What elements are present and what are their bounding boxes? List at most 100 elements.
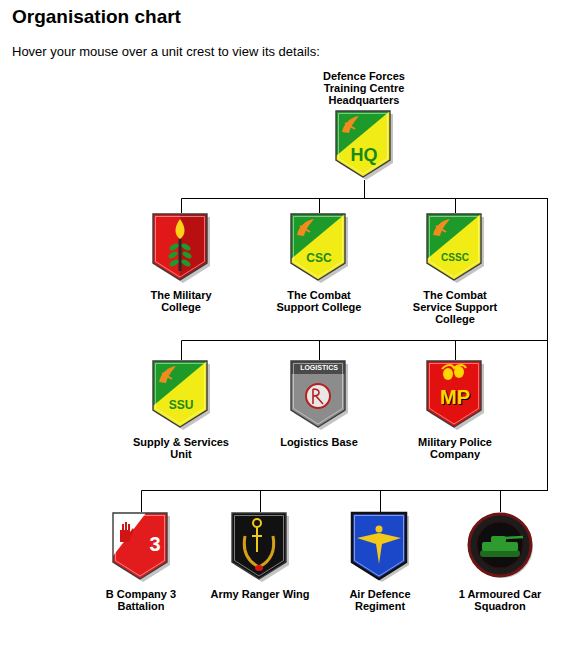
unit-crest	[351, 512, 409, 582]
crest-shade	[180, 214, 207, 280]
unit-name: Military Police Company	[405, 436, 505, 460]
crest-field	[336, 111, 390, 177]
crest-abbreviation: CSSC	[426, 253, 484, 263]
tree-connector	[365, 180, 548, 360]
unit-name: The Combat Service Support College	[407, 289, 503, 325]
crest-field	[291, 214, 345, 280]
air-defence-bird	[357, 533, 401, 564]
crest-abbreviation: CSC	[290, 252, 348, 264]
crest-highlight	[339, 114, 388, 175]
unit-node: 1 Armoured Car Squadron	[440, 512, 560, 612]
crest-emblem	[433, 219, 450, 236]
tree-connector	[320, 180, 548, 360]
crest-abbreviation: HQ	[335, 146, 393, 164]
crest-field	[352, 513, 406, 579]
tree-connector	[365, 180, 456, 213]
acorn-stem	[442, 365, 466, 369]
red-hand	[120, 522, 134, 542]
crest-rim	[153, 214, 207, 280]
crest-highlight	[156, 364, 205, 425]
crest-highlight	[430, 217, 479, 278]
tree-connector	[261, 180, 548, 512]
ranger-ribbon	[255, 565, 263, 571]
crest-field	[232, 513, 286, 579]
unit-name: Logistics Base	[269, 436, 369, 448]
unit-node: CSSC The Combat Service Support College	[395, 213, 515, 325]
unit-node: Air Defence Regiment	[320, 512, 440, 612]
tree-connector	[142, 180, 548, 512]
wreath-right	[259, 536, 274, 567]
unit-name: Defence Forces Training Centre Headquart…	[314, 70, 414, 106]
tree-connector	[182, 180, 365, 213]
crest-emblem-stroke	[436, 226, 446, 232]
unit-crest: CSSC	[426, 213, 484, 283]
crest-graphic	[152, 213, 210, 283]
unit-crest	[231, 512, 289, 582]
tree-connector	[320, 180, 365, 213]
unit-name: Supply & Services Unit	[131, 436, 231, 460]
tree-connector	[365, 180, 548, 512]
crest-highlight	[235, 516, 284, 577]
crest-highlight	[294, 217, 343, 278]
crest-rim	[153, 361, 207, 427]
unit-crest	[467, 512, 533, 582]
crest-highlight	[294, 364, 343, 425]
unit-name: Air Defence Regiment	[330, 588, 430, 612]
crest-graphic	[112, 512, 170, 582]
crest-abbreviation: MP	[426, 387, 484, 407]
crest-emblem-stroke	[162, 373, 172, 379]
tank-hull	[482, 542, 518, 551]
crest-graphic	[467, 512, 533, 578]
crest-white-band	[113, 513, 146, 556]
crest-field	[113, 513, 167, 579]
tree-connector	[182, 180, 548, 360]
unit-name: 1 Armoured Car Squadron	[450, 588, 550, 612]
unit-node: Army Ranger Wing	[200, 512, 320, 600]
ranger-emblem	[252, 527, 262, 552]
crest-graphic	[231, 512, 289, 582]
unit-name: The Military College	[131, 289, 231, 313]
unit-node: The Military College	[121, 213, 241, 313]
crest-graphic	[152, 360, 210, 430]
crest-field	[153, 361, 207, 427]
unit-crest: HQ	[335, 110, 393, 180]
tank-turret	[491, 536, 506, 543]
crest-rim	[291, 214, 345, 280]
chart-title: Organisation chart	[12, 6, 181, 28]
unit-crest: MP	[426, 360, 484, 430]
crest-graphic	[426, 213, 484, 283]
crest-graphic	[335, 110, 393, 180]
crest-graphic	[290, 213, 348, 283]
torch-leaf	[181, 250, 192, 259]
torch-leaf	[168, 258, 179, 267]
unit-crest: CSC	[290, 213, 348, 283]
unit-crest	[152, 213, 210, 283]
unit-crest: LOGISTICS	[290, 360, 348, 430]
crest-emblem-stroke	[345, 123, 355, 129]
tree-connector	[365, 180, 548, 512]
unit-name: Army Ranger Wing	[210, 588, 310, 600]
crest-rim	[336, 111, 390, 177]
crest-abbreviation: LOGISTICS	[290, 364, 348, 371]
crest-emblem	[297, 219, 314, 236]
unit-node: MP Military Police Company	[395, 360, 515, 460]
torch-leaf	[167, 250, 178, 259]
torch-flame	[176, 219, 185, 239]
crest-emblem	[159, 366, 176, 383]
crest-inner-disc	[477, 522, 523, 568]
crest-field	[427, 214, 481, 280]
unit-node: SSUSupply & Services Unit	[121, 360, 241, 460]
crest-graphic	[351, 512, 409, 582]
ranger-emblem	[253, 519, 261, 527]
tank-tracks	[480, 550, 520, 557]
instruction-note: Hover your mouse over a unit crest to vi…	[12, 44, 320, 59]
unit-node: Defence Forces Training Centre Headquart…	[304, 70, 424, 180]
tank-barrel	[505, 537, 523, 538]
acorn	[443, 368, 453, 380]
unit-crest: 3	[112, 512, 170, 582]
crest-highlight	[355, 516, 404, 577]
crest-rim	[352, 513, 406, 579]
torch-staff	[179, 239, 182, 271]
torch-leaf	[168, 242, 179, 251]
